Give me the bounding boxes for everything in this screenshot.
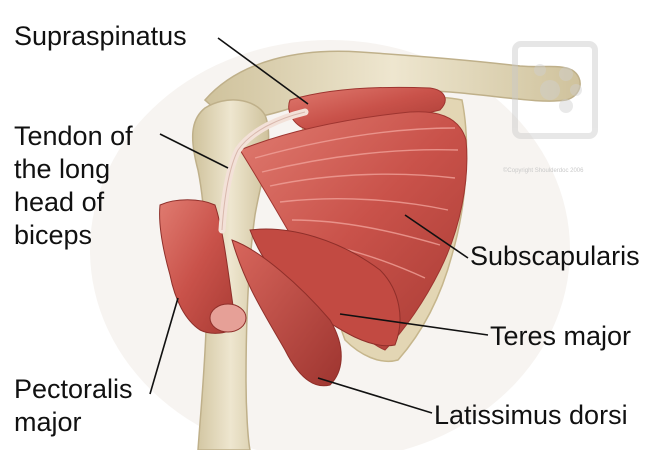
- label-line: major: [14, 406, 133, 439]
- label-pectoralis-major: Pectoralis major: [14, 373, 133, 439]
- label-line: Teres major: [490, 320, 631, 353]
- label-biceps-tendon: Tendon of the long head of biceps: [14, 120, 133, 252]
- label-line: head of: [14, 186, 133, 219]
- label-teres-major: Teres major: [490, 320, 631, 353]
- label-latissimus-dorsi: Latissimus dorsi: [434, 399, 628, 432]
- label-line: Subscapularis: [470, 240, 640, 273]
- label-line: Tendon of: [14, 120, 133, 153]
- label-line: the long: [14, 153, 133, 186]
- label-subscapularis: Subscapularis: [470, 240, 640, 273]
- copyright-watermark: ©Copyright Shoulderdoc 2006: [503, 168, 583, 174]
- label-line: Supraspinatus: [14, 20, 187, 53]
- label-supraspinatus: Supraspinatus: [14, 20, 187, 53]
- pectoralis-insertion: [210, 304, 246, 332]
- label-line: Latissimus dorsi: [434, 399, 628, 432]
- label-line: biceps: [14, 219, 133, 252]
- label-line: Pectoralis: [14, 373, 133, 406]
